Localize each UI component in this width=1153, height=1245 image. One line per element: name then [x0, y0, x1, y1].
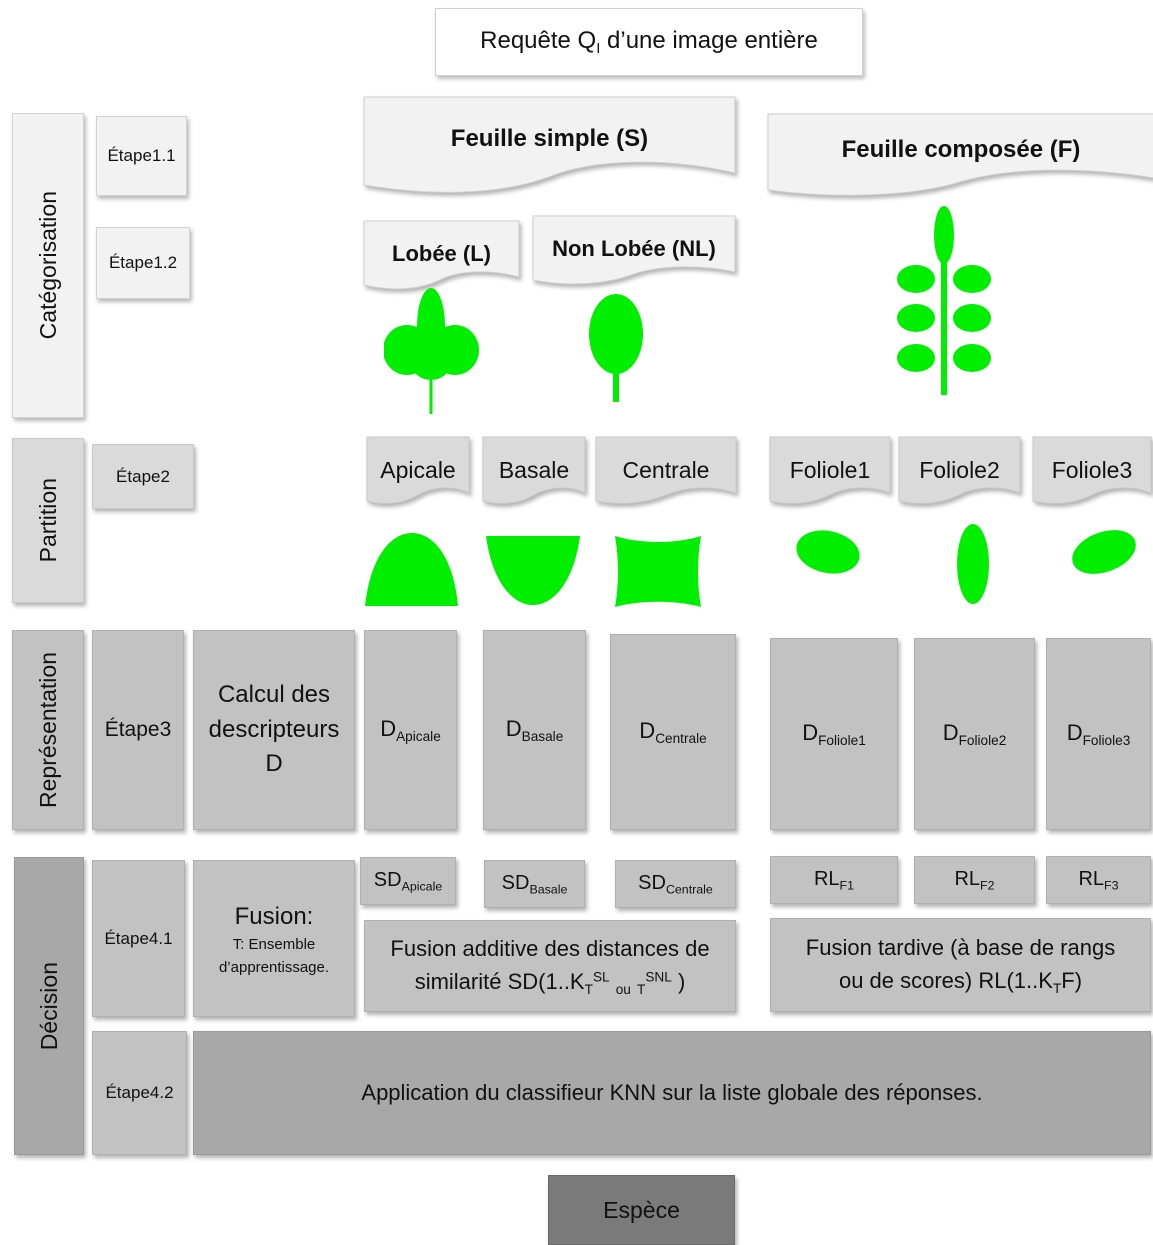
- row-label-decision: Décision: [14, 857, 84, 1155]
- fusion-tardive: Fusion tardive (à base de rangs ou de sc…: [770, 918, 1151, 1012]
- descriptor-basale: DBasale: [483, 630, 586, 830]
- partition-apicale-shape: [366, 436, 470, 504]
- row-label-categorisation: Catégorisation: [12, 113, 84, 418]
- category-simple-shape: [363, 96, 736, 193]
- step-1-1: Étape1.1: [96, 116, 187, 196]
- partition-foliole3: Foliole3: [1032, 436, 1152, 509]
- descriptor-apicale: DApicale: [364, 630, 457, 830]
- compound-leaf-icon: [897, 206, 991, 395]
- foliole3-part-shape: [1072, 530, 1136, 574]
- step-4-1: Étape4.1: [92, 860, 185, 1017]
- descriptor-centrale: DCentrale: [610, 634, 736, 830]
- row-label-partition: Partition: [12, 438, 84, 603]
- apical-part-shape: [365, 533, 458, 606]
- partition-apicale: Apicale: [366, 436, 470, 509]
- category-composee-shape: [767, 113, 1153, 196]
- result-espece: Espèce: [548, 1175, 735, 1245]
- partition-centrale: Centrale: [595, 436, 737, 509]
- knn-box: Application du classifieur KNN sur la li…: [193, 1031, 1151, 1155]
- partition-foliole1-shape: [769, 436, 891, 504]
- category-composee: Feuille composée (F): [767, 113, 1153, 198]
- step-4-2: Étape4.2: [92, 1031, 187, 1155]
- partition-foliole2-shape: [898, 436, 1021, 504]
- partition-foliole2: Foliole2: [898, 436, 1021, 509]
- query-label: Requête QI d’une image entière: [480, 26, 818, 58]
- non-lobed-leaf-icon: [589, 294, 643, 402]
- row-label-representation: Représentation: [12, 630, 84, 830]
- rl-f1: RLF1: [770, 856, 898, 904]
- foliole1-part-shape: [796, 530, 860, 574]
- step-1-2: Étape1.2: [96, 227, 190, 299]
- query-box: Requête QI d’une image entière: [435, 8, 863, 76]
- partition-basale: Basale: [482, 436, 586, 509]
- partition-centrale-shape: [595, 436, 737, 504]
- category-lobee-shape: [363, 220, 520, 290]
- lobed-leaf-icon: [384, 288, 479, 414]
- fusion-subtitle: T: Ensemble d’apprentissage.: [218, 936, 330, 977]
- partition-basale-shape: [482, 436, 586, 504]
- fusion-title: Fusion:: [234, 903, 314, 930]
- foliole2-part-shape: [957, 524, 989, 604]
- central-part-shape: [615, 536, 701, 607]
- rl-f3: RLF3: [1046, 856, 1151, 904]
- category-simple: Feuille simple (S): [363, 96, 736, 195]
- category-lobee: Lobée (L): [363, 220, 520, 293]
- descriptor-foliole1: DFoliole1: [770, 638, 898, 830]
- sd-apicale: SDApicale: [360, 857, 456, 905]
- fusion-box: Fusion: T: Ensemble d’apprentissage.: [193, 860, 355, 1017]
- sd-centrale: SDCentrale: [615, 860, 736, 908]
- rl-f2: RLF2: [914, 856, 1035, 904]
- partition-foliole1: Foliole1: [769, 436, 891, 509]
- fusion-additive: Fusion additive des distances de similar…: [364, 920, 736, 1012]
- step-2: Étape2: [92, 444, 194, 509]
- category-non-lobee: Non Lobée (NL): [532, 215, 736, 288]
- sd-basale: SDBasale: [484, 860, 585, 908]
- calcul-descripteurs: Calcul des descripteurs D: [193, 630, 355, 830]
- basal-part-shape: [486, 536, 580, 605]
- descriptor-foliole2: DFoliole2: [914, 638, 1035, 830]
- step-3: Étape3: [92, 630, 184, 830]
- descriptor-foliole3: DFoliole3: [1046, 638, 1151, 830]
- category-non-lobee-shape: [532, 215, 736, 285]
- partition-foliole3-shape: [1032, 436, 1152, 504]
